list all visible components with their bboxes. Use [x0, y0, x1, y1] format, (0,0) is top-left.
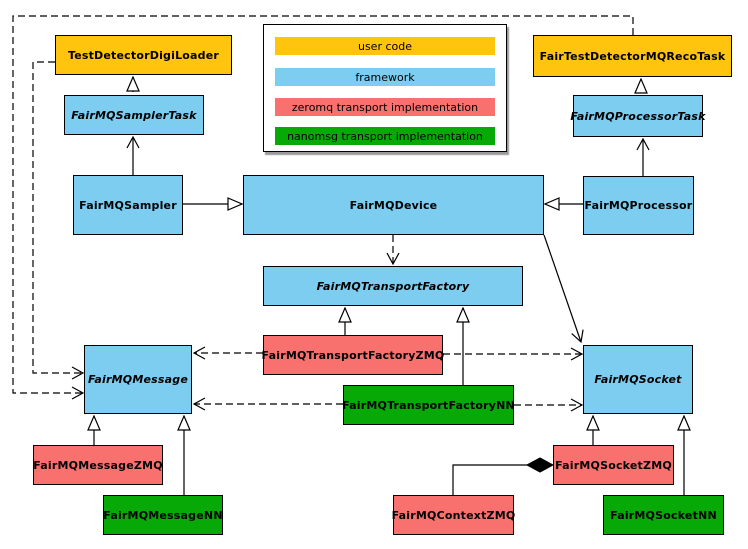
- class-fairmq-message-zmq: FairMQMessageZMQ: [33, 445, 163, 485]
- class-test-detector-digi-loader: TestDetectorDigiLoader: [55, 35, 232, 75]
- class-fairmq-socket-zmq: FairMQSocketZMQ: [553, 445, 674, 485]
- class-label: TestDetectorDigiLoader: [67, 48, 220, 62]
- composition-diamond: [525, 457, 555, 473]
- class-fairmq-processor-task: FairMQProcessorTask: [570, 95, 706, 137]
- class-fair-test-detector-mq-reco-task: FairTestDetectorMQRecoTask: [533, 35, 732, 77]
- class-fairmq-processor: FairMQProcessor: [583, 176, 694, 235]
- class-label: FairMQTransportFactoryZMQ: [261, 348, 445, 362]
- class-label: FairMQSamplerTask: [71, 108, 197, 122]
- class-fairmq-message: FairMQMessage: [84, 345, 192, 414]
- class-fairmq-transport-factory-nn: FairMQTransportFactoryNN: [342, 385, 515, 425]
- legend-item-nanomsg: nanomsg transport implementation: [275, 127, 495, 145]
- class-label: FairMQMessageZMQ: [33, 458, 163, 472]
- class-fairmq-context-zmq: FairMQContextZMQ: [391, 495, 516, 535]
- class-label: FairMQMessageNN: [103, 508, 223, 522]
- class-fairmq-message-nn: FairMQMessageNN: [103, 495, 223, 535]
- class-label: FairMQSampler: [79, 198, 177, 212]
- legend-label: user code: [357, 39, 413, 53]
- class-fairmq-sampler-task: FairMQSamplerTask: [64, 95, 204, 135]
- class-label: FairTestDetectorMQRecoTask: [539, 49, 726, 63]
- legend-box: user code framework zeromq transport imp…: [263, 24, 507, 152]
- class-label: FairMQSocketNN: [610, 508, 717, 522]
- class-fairmq-transport-factory-zmq: FairMQTransportFactoryZMQ: [261, 335, 445, 375]
- legend-label: zeromq transport implementation: [291, 100, 479, 114]
- legend-label: framework: [355, 70, 415, 84]
- edge-device-to-socket: [543, 234, 581, 342]
- class-fairmq-socket: FairMQSocket: [583, 345, 693, 414]
- class-fairmq-transport-factory: FairMQTransportFactory: [263, 266, 523, 306]
- class-fairmq-sampler: FairMQSampler: [73, 175, 183, 235]
- class-label: FairMQSocketZMQ: [555, 458, 672, 472]
- legend-label: nanomsg transport implementation: [287, 129, 483, 143]
- class-label: FairMQContextZMQ: [391, 508, 516, 522]
- class-label: FairMQSocket: [594, 373, 682, 386]
- class-label: FairMQProcessorTask: [570, 109, 706, 123]
- class-fairmq-device: FairMQDevice: [243, 175, 544, 235]
- edge-contextzmq-to-socketzmq: [452, 464, 528, 495]
- class-label: FairMQTransportFactory: [316, 279, 470, 293]
- legend-item-framework: framework: [275, 68, 495, 86]
- class-label: FairMQProcessor: [584, 199, 693, 212]
- class-label: FairMQDevice: [349, 198, 438, 212]
- class-label: FairMQTransportFactoryNN: [342, 398, 515, 412]
- class-fairmq-socket-nn: FairMQSocketNN: [603, 495, 724, 535]
- legend-item-user-code: user code: [275, 37, 495, 55]
- legend-item-zeromq: zeromq transport implementation: [275, 98, 495, 116]
- class-label: FairMQMessage: [87, 373, 189, 386]
